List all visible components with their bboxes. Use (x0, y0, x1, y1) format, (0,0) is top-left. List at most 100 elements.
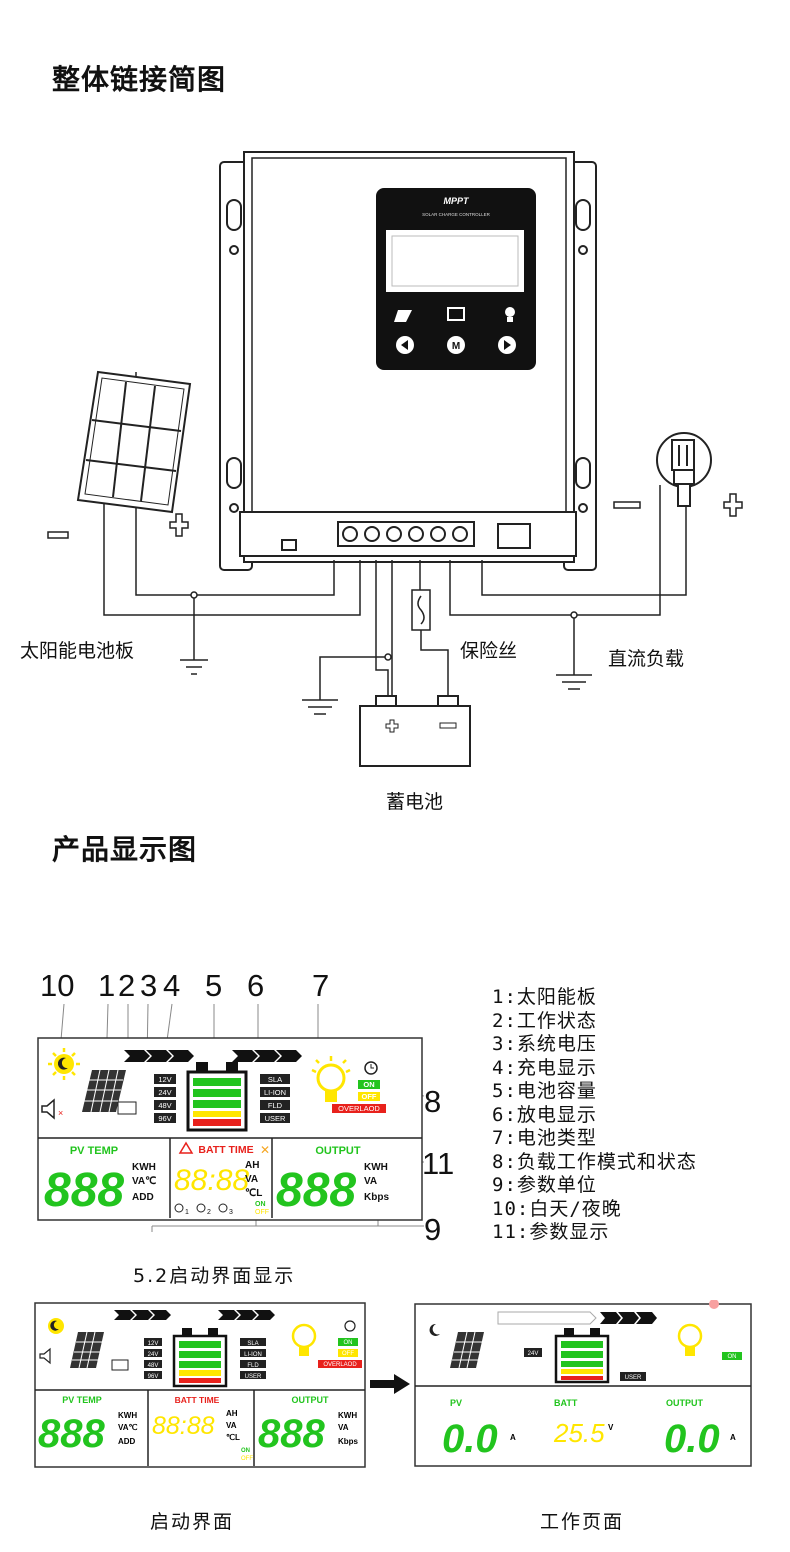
solar-panel-label: 太阳能电池板 (20, 640, 135, 662)
batt-digits: 88:88 (174, 1164, 249, 1197)
load-off: OFF (362, 1092, 377, 1101)
minus-icon (47, 531, 69, 539)
callout-8: 8 (424, 1084, 442, 1119)
work-bulb-icon (677, 1323, 703, 1349)
svg-text:×: × (58, 1108, 63, 1118)
timer-1: 1 (185, 1209, 189, 1216)
svg-text:OFF: OFF (342, 1351, 354, 1357)
work-voltage: 24V (528, 1351, 539, 1357)
svg-text:PV TEMP: PV TEMP (62, 1395, 102, 1405)
svg-text:OFF: OFF (241, 1456, 253, 1462)
voltage-48: 48V (158, 1101, 171, 1110)
startup-screen-caption: 启动界面 (150, 1511, 235, 1533)
svg-text:USER: USER (245, 1374, 262, 1380)
timer-2: 2 (207, 1209, 211, 1216)
load-plus-icon (723, 493, 743, 517)
svg-text:VA: VA (338, 1423, 349, 1432)
load-minus-icon (613, 501, 641, 509)
output-digits: 888 (276, 1164, 356, 1217)
work-state-icon (117, 1101, 137, 1115)
work-battery-type: USER (625, 1375, 642, 1381)
work-output-value: 0.0 (664, 1417, 720, 1461)
voltage-12: 12V (158, 1075, 171, 1084)
work-batt-unit: V (608, 1423, 614, 1432)
callout-6: 6 (247, 968, 265, 1003)
unit-kbps-right: Kbps (364, 1192, 389, 1203)
charge-arrows-off (497, 1311, 597, 1325)
legend-item: 11:参数显示 (492, 1221, 610, 1243)
brand-label: MPPT (443, 196, 470, 206)
svg-text:OUTPUT: OUTPUT (292, 1395, 330, 1405)
wiring-title: 整体链接简图 (52, 63, 227, 96)
startup-caption: 5.2启动界面显示 (133, 1265, 296, 1287)
callout-3: 3 (140, 968, 158, 1003)
work-pv-value: 0.0 (442, 1417, 498, 1461)
legend-item: 6:放电显示 (492, 1103, 597, 1126)
svg-text:888: 888 (258, 1412, 325, 1456)
controller-panel: MPPT SOLAR CHARGE CONTROLLER M (376, 188, 536, 370)
svg-text:Kbps: Kbps (338, 1437, 359, 1446)
unit-kwh-right: KWH (364, 1162, 388, 1173)
callout-2: 2 (118, 968, 136, 1003)
work-output-unit: A (730, 1433, 736, 1442)
dc-load-icon (656, 432, 712, 507)
legend-item: 4:充电显示 (492, 1056, 597, 1079)
battery-capacity-icon (186, 1062, 248, 1132)
callout-4: 4 (163, 968, 181, 1003)
fuse-label: 保险丝 (460, 640, 518, 662)
svg-text:VA: VA (226, 1421, 237, 1430)
unit-va-mid: VA (245, 1174, 258, 1185)
type-user: USER (265, 1114, 286, 1123)
work-screen-caption: 工作页面 (540, 1511, 625, 1533)
callout-5: 5 (205, 968, 223, 1003)
voltage-list: 12V 24V 48V 96V (154, 1074, 176, 1123)
callout-10: 10 (40, 968, 75, 1003)
svg-text:KWH: KWH (118, 1411, 137, 1420)
terminal-block (281, 521, 531, 551)
legend-item: 7:电池类型 (492, 1127, 597, 1149)
svg-text:LI-ION: LI-ION (244, 1352, 262, 1358)
tools-icon: ✕ (260, 1143, 270, 1157)
battery-label: 蓄电池 (386, 791, 444, 813)
svg-text:BATT TIME: BATT TIME (175, 1395, 220, 1405)
type-sla: SLA (268, 1075, 282, 1084)
voltage-96: 96V (158, 1114, 171, 1123)
lcd-startup: 12V 24V 48V 96V SLA LI-ION FLD USER ON O… (34, 1302, 366, 1468)
ground-icon (180, 659, 592, 715)
work-batt-value: 25.5 (553, 1418, 605, 1448)
svg-text:AH: AH (226, 1409, 238, 1418)
warning-icon (178, 1141, 194, 1154)
timer-off: OFF (255, 1209, 269, 1216)
legend-item: 2:工作状态 (492, 1009, 597, 1032)
pv-temp-label: PV TEMP (70, 1145, 118, 1157)
timer-icons (174, 1203, 228, 1213)
load-overload: OVERLAOD (338, 1104, 380, 1113)
legend-list: 1:太阳能板 2:工作状态 3:系统电压 4:充电显示 5:电池容量 6:放电显… (492, 986, 697, 1245)
dc-load-label: 直流负载 (608, 648, 685, 670)
battery-type-list: SLA LI-ION FLD USER (260, 1074, 290, 1123)
svg-text:ON: ON (241, 1448, 250, 1454)
svg-text:24V: 24V (148, 1352, 159, 1358)
callout-11: 11 (422, 1146, 455, 1181)
timer-3: 3 (229, 1209, 233, 1216)
svg-text:KWH: KWH (338, 1411, 357, 1420)
voltage-24: 24V (158, 1088, 171, 1097)
charge-arrows (124, 1050, 194, 1062)
svg-text:OVERLAOD: OVERLAOD (323, 1362, 357, 1368)
pv-digits: 888 (44, 1164, 124, 1217)
unit-add-left: ADD (132, 1192, 154, 1203)
unit-va-right: VA (364, 1176, 377, 1187)
svg-text:SLA: SLA (247, 1341, 258, 1347)
unit-ah: AH (245, 1160, 259, 1171)
legend-item: 8:负载工作模式和状态 (492, 1150, 697, 1173)
timer-on: ON (255, 1201, 266, 1208)
svg-text:ADD: ADD (118, 1437, 136, 1446)
clock-icon (364, 1061, 378, 1075)
lcd-main: × 12V 24V 48V 96V (37, 1003, 425, 1232)
callout-1: 1 (98, 968, 116, 1003)
legend-item: 1:太阳能板 (492, 986, 597, 1008)
discharge-arrows (232, 1050, 302, 1062)
svg-text:VA℃: VA℃ (118, 1423, 138, 1432)
svg-text:12V: 12V (148, 1341, 159, 1347)
moon-icon (429, 1323, 440, 1336)
